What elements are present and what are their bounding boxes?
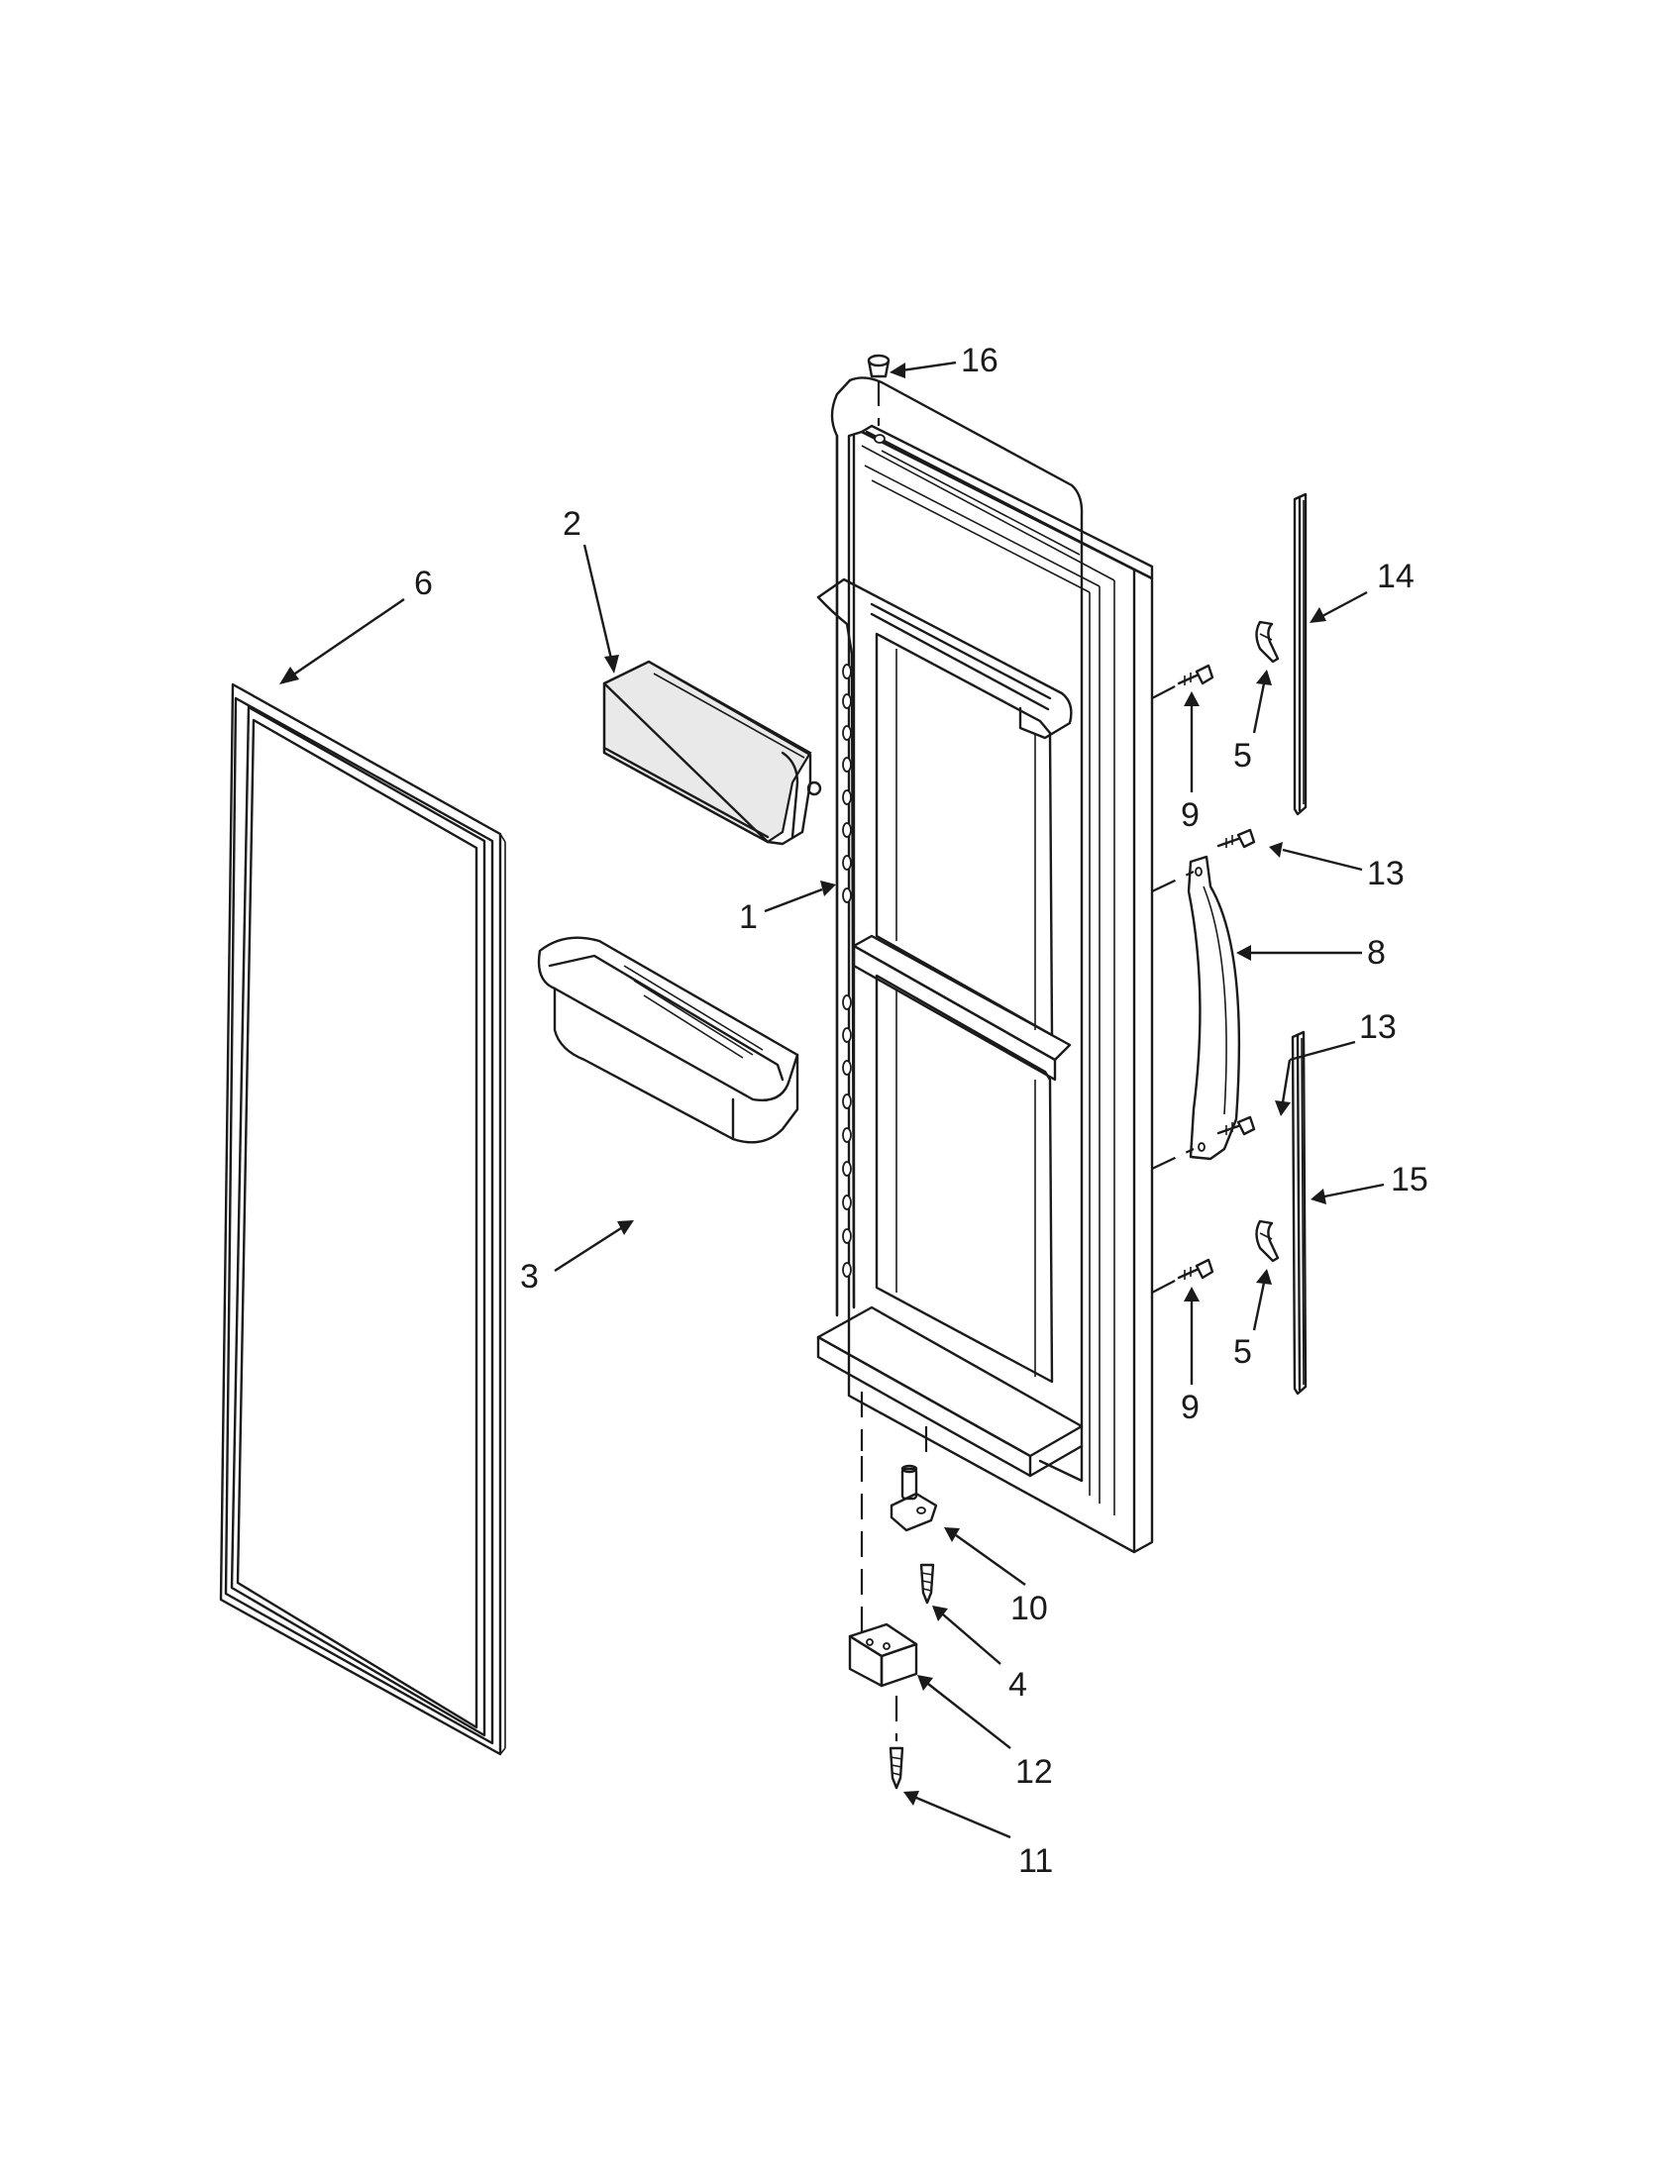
- trim-clip-lower: [1255, 1219, 1280, 1263]
- callout-16: 16: [961, 342, 998, 379]
- callout-3: 3: [520, 1258, 539, 1296]
- trim-screw-lower: [1151, 1258, 1214, 1294]
- door-liner: [816, 376, 1154, 1554]
- door-handle: [1151, 855, 1241, 1170]
- callout-9-lower: 9: [1181, 1389, 1200, 1426]
- callout-1: 1: [739, 898, 758, 936]
- callout-15: 15: [1391, 1161, 1428, 1198]
- leader-arrows: [279, 361, 1385, 1839]
- callout-6: 6: [414, 565, 433, 602]
- trim-screw-upper: [1151, 664, 1214, 699]
- handle-screw-lower: [1216, 1115, 1256, 1136]
- callout-8: 8: [1367, 934, 1386, 972]
- shelf-holes: [842, 664, 852, 1278]
- upper-door-trim: [1293, 492, 1308, 816]
- door-bin: [537, 936, 799, 1144]
- hinge-pin: [860, 1392, 938, 1532]
- callout-14: 14: [1377, 558, 1415, 595]
- callout-13-upper: 13: [1367, 855, 1405, 892]
- callout-10: 10: [1010, 1590, 1048, 1627]
- handle-screw-upper: [1216, 828, 1256, 849]
- trim-clip-upper: [1255, 620, 1280, 664]
- hinge-screw: [919, 1563, 935, 1605]
- callout-13-lower: 13: [1359, 1008, 1397, 1046]
- hinge-bracket: [848, 1456, 918, 1688]
- door-gasket: [219, 682, 506, 1756]
- bracket-screw: [889, 1696, 904, 1790]
- callout-5-upper: 5: [1233, 737, 1252, 775]
- callout-4: 4: [1008, 1666, 1027, 1704]
- top-plug: [867, 354, 891, 426]
- dairy-door: [602, 660, 822, 846]
- callout-2: 2: [563, 505, 581, 543]
- callout-5-lower: 5: [1233, 1333, 1252, 1371]
- callout-12: 12: [1015, 1753, 1053, 1791]
- callout-11: 11: [1018, 1842, 1053, 1880]
- lower-door-trim: [1291, 1030, 1308, 1396]
- callout-9-upper: 9: [1181, 796, 1200, 834]
